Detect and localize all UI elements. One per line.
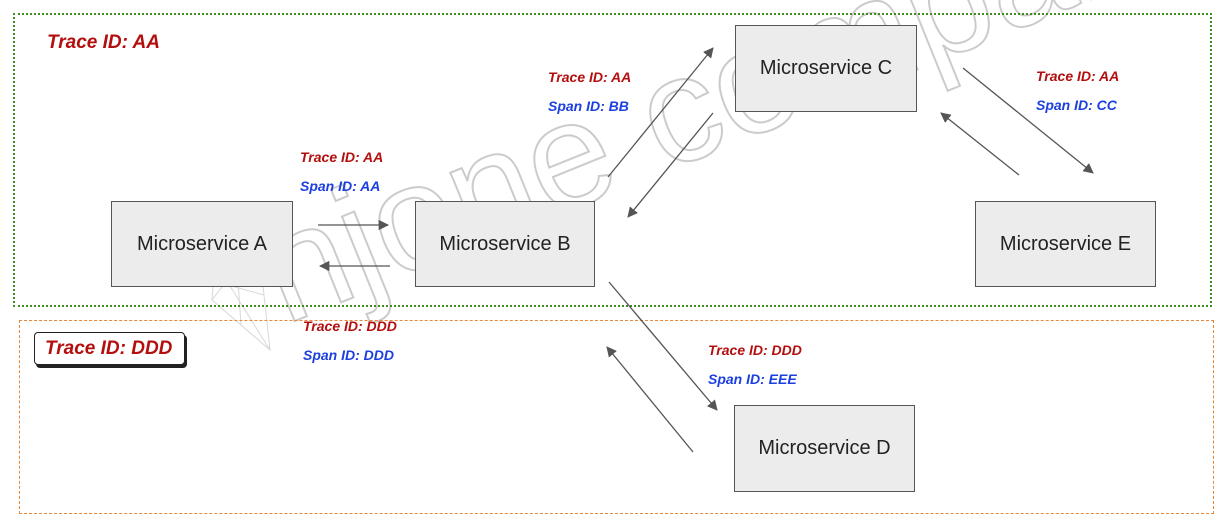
label-a-to-b-ddd: Trace ID: DDD Span ID: DDD [303,312,397,370]
span-id-text: Span ID: EEE [708,371,797,387]
trace-ddd-region [19,320,1214,514]
span-id-text: Span ID: DDD [303,347,394,363]
trace-aa-title: Trace ID: AA [47,32,160,53]
arrow-c-to-b [627,112,714,218]
microservice-e-label: Microservice E [999,232,1132,255]
microservice-b: Microservice B [415,201,595,287]
microservice-d: Microservice D [734,405,915,492]
trace-id-text: Trace ID: DDD [303,318,397,334]
microservice-e: Microservice E [975,201,1156,287]
trace-id-text: Trace ID: AA [1036,68,1120,84]
label-b-to-d: Trace ID: DDD Span ID: EEE [708,336,802,394]
arrow-d-to-b [606,346,694,453]
trace-id-text: Trace ID: DDD [708,342,802,358]
span-id-text: Span ID: CC [1036,97,1117,113]
microservice-c: Microservice C [735,25,917,112]
trace-aa-region [13,13,1212,307]
arrow-e-to-c [940,112,1020,176]
arrow-c-to-e [962,67,1094,174]
span-id-text: Span ID: BB [548,98,629,114]
microservice-a-label: Microservice A [136,232,268,255]
label-b-to-c: Trace ID: AA Span ID: BB [548,63,631,121]
microservice-c-label: Microservice C [759,57,893,79]
trace-ddd-title: Trace ID: DDD [34,332,186,365]
microservice-d-label: Microservice D [758,437,891,459]
label-a-to-b: Trace ID: AA Span ID: AA [300,143,383,201]
microservice-b-label: Microservice B [439,232,571,255]
arrow-b-to-c [607,47,714,178]
trace-id-text: Trace ID: AA [300,149,384,165]
arrow-b-to-d [608,281,718,411]
span-id-text: Span ID: AA [300,178,381,194]
microservice-a: Microservice A [111,201,293,287]
label-c-to-e: Trace ID: AA Span ID: CC [1036,62,1119,120]
trace-id-text: Trace ID: AA [548,69,632,85]
